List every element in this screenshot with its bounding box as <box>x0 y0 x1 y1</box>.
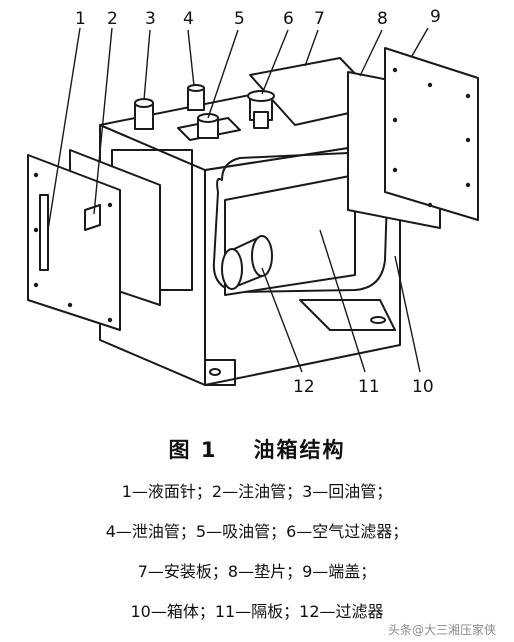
figure-caption: 图 1 油箱结构 <box>0 434 514 464</box>
left-end-cover <box>27 149 161 331</box>
watermark: 头条@大三湘压家侠 <box>387 623 496 637</box>
legend-line-2: 4—泄油管；5—吸油管；6—空气过滤器； <box>105 522 409 541</box>
right-end-cover <box>384 47 479 221</box>
bolt-holes <box>33 67 471 323</box>
figure-title: 油箱结构 <box>253 438 346 462</box>
callout-9: 9 <box>430 7 441 27</box>
callout-7: 7 <box>314 9 325 29</box>
callout-4: 4 <box>183 9 194 29</box>
callout-8: 8 <box>377 9 388 29</box>
leader-lines <box>47 27 429 373</box>
figure-label: 图 1 <box>168 438 218 462</box>
callout-1: 1 <box>75 9 86 29</box>
callout-3: 3 <box>145 9 156 29</box>
callout-10: 10 <box>412 377 434 397</box>
callout-5: 5 <box>234 9 245 29</box>
legend-line-1: 1—液面针；2—注油管；3—回油管； <box>121 482 393 501</box>
legend-line-3: 7—安装板；8—垫片；9—端盖； <box>137 562 377 581</box>
legend-line-4: 10—箱体；11—隔板；12—过滤器 <box>130 602 384 621</box>
callout-6: 6 <box>283 9 294 29</box>
callout-12: 12 <box>293 377 315 397</box>
top-fittings <box>134 84 275 141</box>
callout-2: 2 <box>107 9 118 29</box>
tank-structure-diagram: 1 2 3 4 5 6 7 8 9 10 11 12 <box>27 7 479 397</box>
filter-cylinder <box>221 235 273 290</box>
callout-11: 11 <box>358 377 380 397</box>
